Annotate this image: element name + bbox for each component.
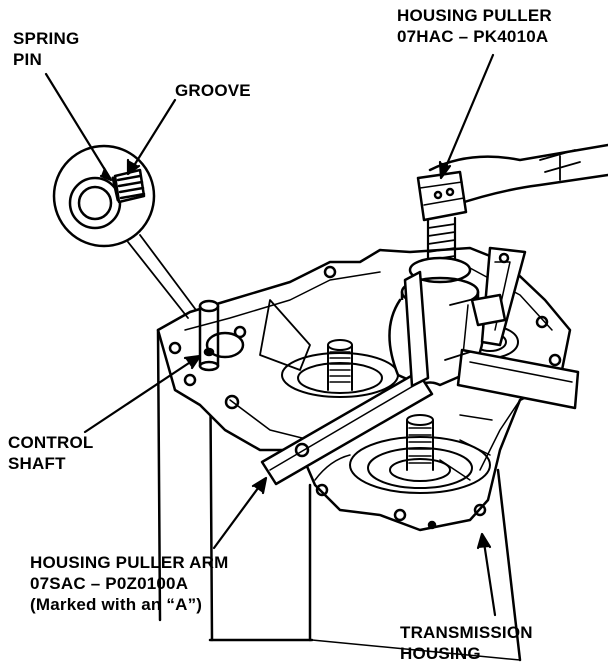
housing-puller-arms xyxy=(260,246,580,486)
leader-lines xyxy=(44,53,497,617)
shaft-bearings xyxy=(281,325,519,494)
label-control-shaft: CONTROL SHAFT xyxy=(8,433,94,473)
label-spring-pin: SPRING PIN xyxy=(13,29,80,69)
detail-magnifier xyxy=(52,144,197,319)
label-housing-puller-arm: HOUSING PULLER ARM 07SAC – P0Z0100A (Mar… xyxy=(30,553,229,614)
label-housing-puller: HOUSING PULLER 07HAC – PK4010A xyxy=(397,6,552,46)
label-transmission-housing: TRANSMISSION HOUSING xyxy=(400,623,533,663)
label-groove: GROOVE xyxy=(175,81,251,100)
